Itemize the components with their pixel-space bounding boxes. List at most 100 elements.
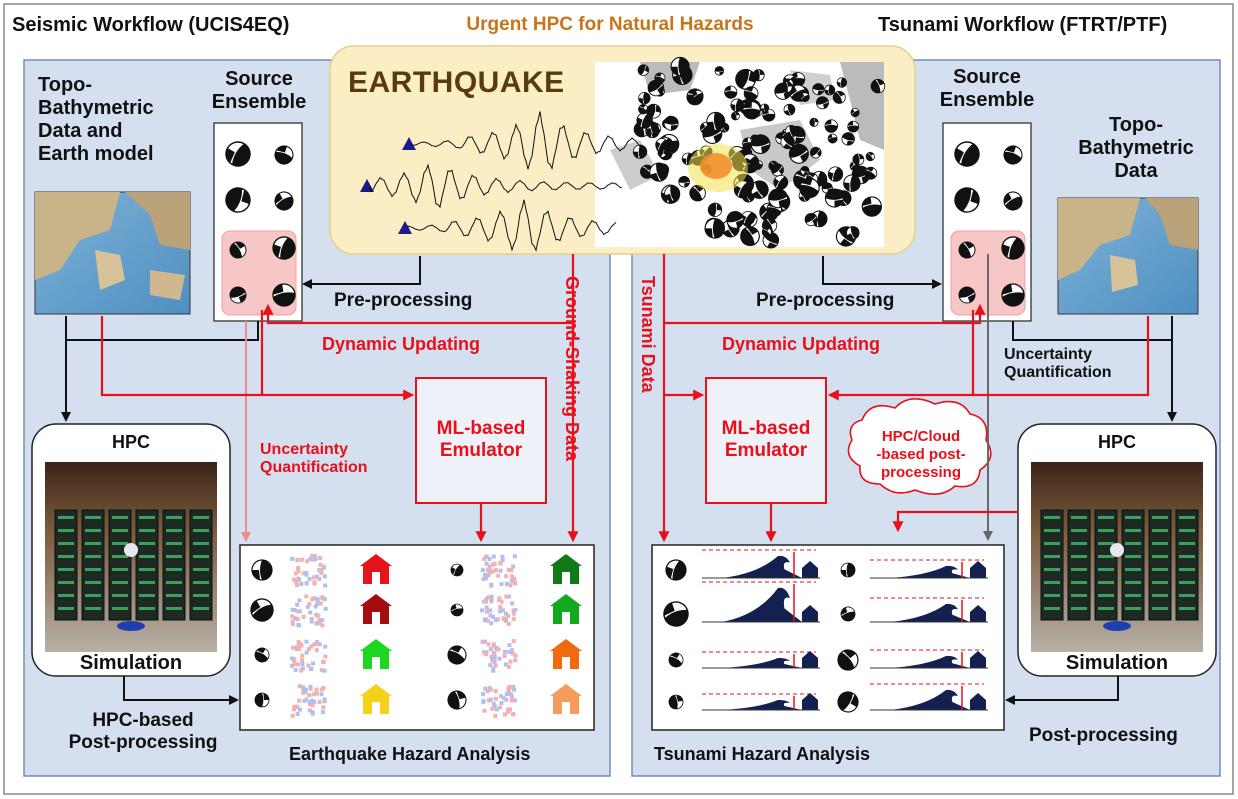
beachball-mark <box>655 138 669 152</box>
house-icon <box>970 561 986 578</box>
tsunami-topo-map <box>1057 197 1199 315</box>
hazard-beachball <box>837 691 859 713</box>
ground-shaking-label: Ground-Shaking Data <box>562 276 582 462</box>
beachball-mark <box>743 86 759 101</box>
server-rack <box>135 509 159 621</box>
earthquake-label: EARTHQUAKE <box>348 66 565 99</box>
source-beachball <box>272 283 296 307</box>
wave-profile <box>702 549 820 579</box>
hazard-beachball <box>668 652 684 668</box>
server-rack <box>1148 509 1172 621</box>
beachball-mark <box>670 56 690 77</box>
beachball-mark <box>824 188 844 208</box>
house-icon <box>802 693 818 710</box>
tsunami-hpc-label: HPC <box>1097 432 1136 452</box>
hazard-beachball <box>840 562 856 578</box>
red-arrows <box>100 254 1150 543</box>
house-icon <box>970 651 986 668</box>
black-arrows <box>61 256 1177 705</box>
beachball-mark <box>827 166 844 182</box>
beachball-mark <box>847 120 860 133</box>
beachball-mark <box>646 103 662 119</box>
hazard-beachball <box>450 603 464 617</box>
source-beachball <box>954 187 980 213</box>
house-icon <box>970 693 986 710</box>
beachball-mark <box>761 227 772 237</box>
beachball-mark <box>768 188 789 209</box>
beachball-mark <box>632 144 648 159</box>
source-beachball <box>954 141 980 167</box>
seismic-postprocessing-label: HPC-based Post-processing <box>68 710 218 753</box>
seismic-uncertainty-label: Uncertainty Quantification <box>260 441 368 477</box>
tsunami-dynamic-updating: Dynamic Updating <box>722 334 881 354</box>
earthquake-hazard-box <box>239 544 595 731</box>
beachball-mark <box>750 180 769 199</box>
beachball-mark <box>780 134 795 150</box>
hazard-beachball <box>447 690 467 710</box>
beachball-mark <box>760 103 770 113</box>
beachball-mark <box>730 98 744 113</box>
beachball-mark <box>836 77 848 88</box>
wave-profile <box>702 693 820 711</box>
epicenter-highlight <box>688 144 748 192</box>
beachball-mark <box>742 101 761 120</box>
hazard-beachball <box>665 559 687 581</box>
hazard-beachball <box>254 692 270 708</box>
source-beachball <box>1001 283 1025 307</box>
house-icon <box>550 684 582 714</box>
beachball-mark <box>771 163 784 177</box>
house-icon <box>360 639 392 669</box>
seismic-emulator-label: ML-based Emulator <box>436 418 526 461</box>
beachball-mark <box>799 177 820 199</box>
beachball-mark <box>809 117 819 127</box>
source-beachball <box>225 187 251 213</box>
hazard-beachball <box>837 649 859 671</box>
beachball-cluster <box>632 56 886 249</box>
beachball-mark <box>735 68 757 90</box>
source-beachballs <box>225 141 1025 307</box>
shakemap-thumbnail <box>481 684 518 718</box>
source-beachball <box>229 286 247 304</box>
server-rack <box>81 509 105 621</box>
beachball-mark <box>804 212 818 227</box>
server-rack <box>54 509 78 621</box>
hazard-content <box>250 549 988 718</box>
beachball-mark <box>861 196 882 217</box>
beachball-mark <box>846 226 860 240</box>
beachball-mark <box>843 174 861 192</box>
tsunami-preprocessing-label: Pre-processing <box>756 290 895 311</box>
beachball-mark <box>824 119 839 133</box>
tsunami-data-label: Tsunami Data <box>638 276 658 393</box>
hazard-beachball <box>663 601 689 627</box>
beachball-mark <box>740 226 760 247</box>
house-icon <box>360 684 392 714</box>
seismic-trace <box>411 111 641 171</box>
house-icon <box>360 554 392 584</box>
beachball-mark <box>678 175 690 188</box>
beachball-mark <box>865 151 875 162</box>
beachball-mark <box>800 92 810 102</box>
tsunami-simulation-label: Simulation <box>1065 652 1169 674</box>
house-icon <box>802 605 818 622</box>
source-beachball <box>1001 236 1025 260</box>
source-beachball <box>229 241 247 259</box>
seismic-hpc-label: HPC <box>111 432 150 452</box>
tsunami-uncertainty-label: Uncertainty Quantification <box>1004 346 1112 382</box>
house-icon <box>550 639 582 669</box>
beachball-mark <box>664 185 681 202</box>
hazard-beachball <box>668 694 684 710</box>
seismic-source-label: Source Ensemble <box>211 68 307 113</box>
beachball-mark <box>780 81 793 93</box>
seismic-trace <box>369 163 623 209</box>
beachball-mark <box>824 84 836 96</box>
cloud-shape <box>847 398 992 495</box>
seismic-topo-label: Topo- Bathymetric Data and Earth model <box>38 74 154 165</box>
hazard-beachball <box>840 606 856 622</box>
beachball-mark <box>707 202 723 217</box>
seismic-topo-map <box>34 191 191 315</box>
server-rack <box>1067 509 1091 621</box>
house-icon <box>802 651 818 668</box>
beachball-mark <box>870 78 886 94</box>
hpc-chair <box>117 621 145 631</box>
house-icon <box>550 554 582 584</box>
